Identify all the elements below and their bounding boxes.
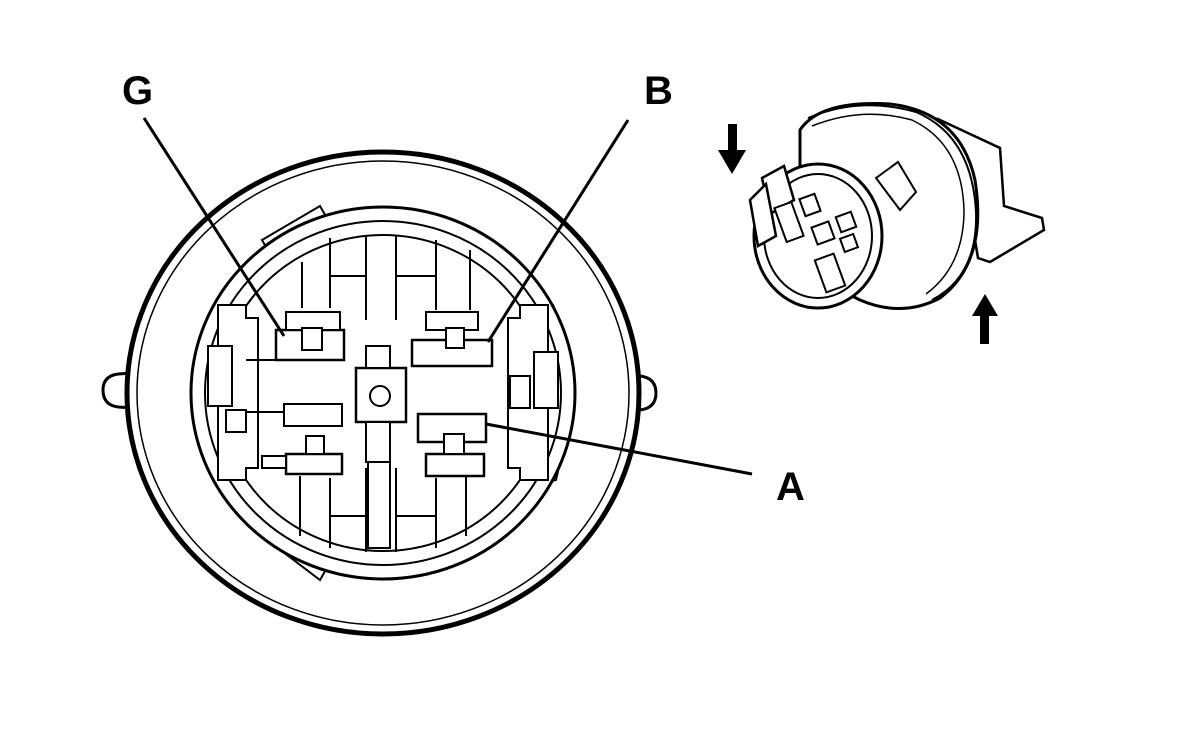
leader-line-g xyxy=(142,117,286,337)
iso-terminal-left xyxy=(773,200,805,244)
flange-ring xyxy=(807,104,978,301)
leader-line-a xyxy=(485,422,753,476)
connector-isometric-view xyxy=(748,102,1046,310)
flange-tooth xyxy=(874,160,918,212)
terminal-lower-right xyxy=(424,433,486,478)
center-pin xyxy=(369,385,391,407)
callout-b: B xyxy=(644,69,673,113)
flange-ring-inner xyxy=(811,113,965,295)
barrel-lug xyxy=(748,181,778,248)
center-key-bottom xyxy=(365,421,391,463)
iso-terminal-top xyxy=(798,192,822,218)
outer-flange-inner-edge xyxy=(136,160,630,626)
connector-front-view xyxy=(101,149,658,637)
iso-terminal-bottom xyxy=(813,252,847,294)
terminal-a xyxy=(416,412,488,444)
callout-a: A xyxy=(776,465,805,509)
terminal-ribs xyxy=(246,236,471,552)
center-rib-bottom xyxy=(367,461,391,549)
iso-terminal-center xyxy=(810,220,836,246)
left-latch-detent xyxy=(225,409,247,433)
terminal-lower-left xyxy=(261,435,344,476)
terminal-left-mid xyxy=(283,403,343,427)
terminal-b xyxy=(410,311,494,368)
inner-housing-ring xyxy=(204,220,562,566)
iso-terminal-right xyxy=(834,210,858,234)
right-latch-lock xyxy=(533,351,559,409)
arrow-down-icon xyxy=(718,124,746,174)
iso-terminal-small xyxy=(838,232,860,254)
callout-g: G xyxy=(122,69,153,113)
right-latch-detent xyxy=(509,375,531,409)
leader-line-b xyxy=(486,119,630,343)
terminal-g xyxy=(274,311,346,362)
center-key-top xyxy=(365,345,391,369)
arrow-up-icon xyxy=(972,294,998,344)
left-latch-lock xyxy=(207,345,233,407)
